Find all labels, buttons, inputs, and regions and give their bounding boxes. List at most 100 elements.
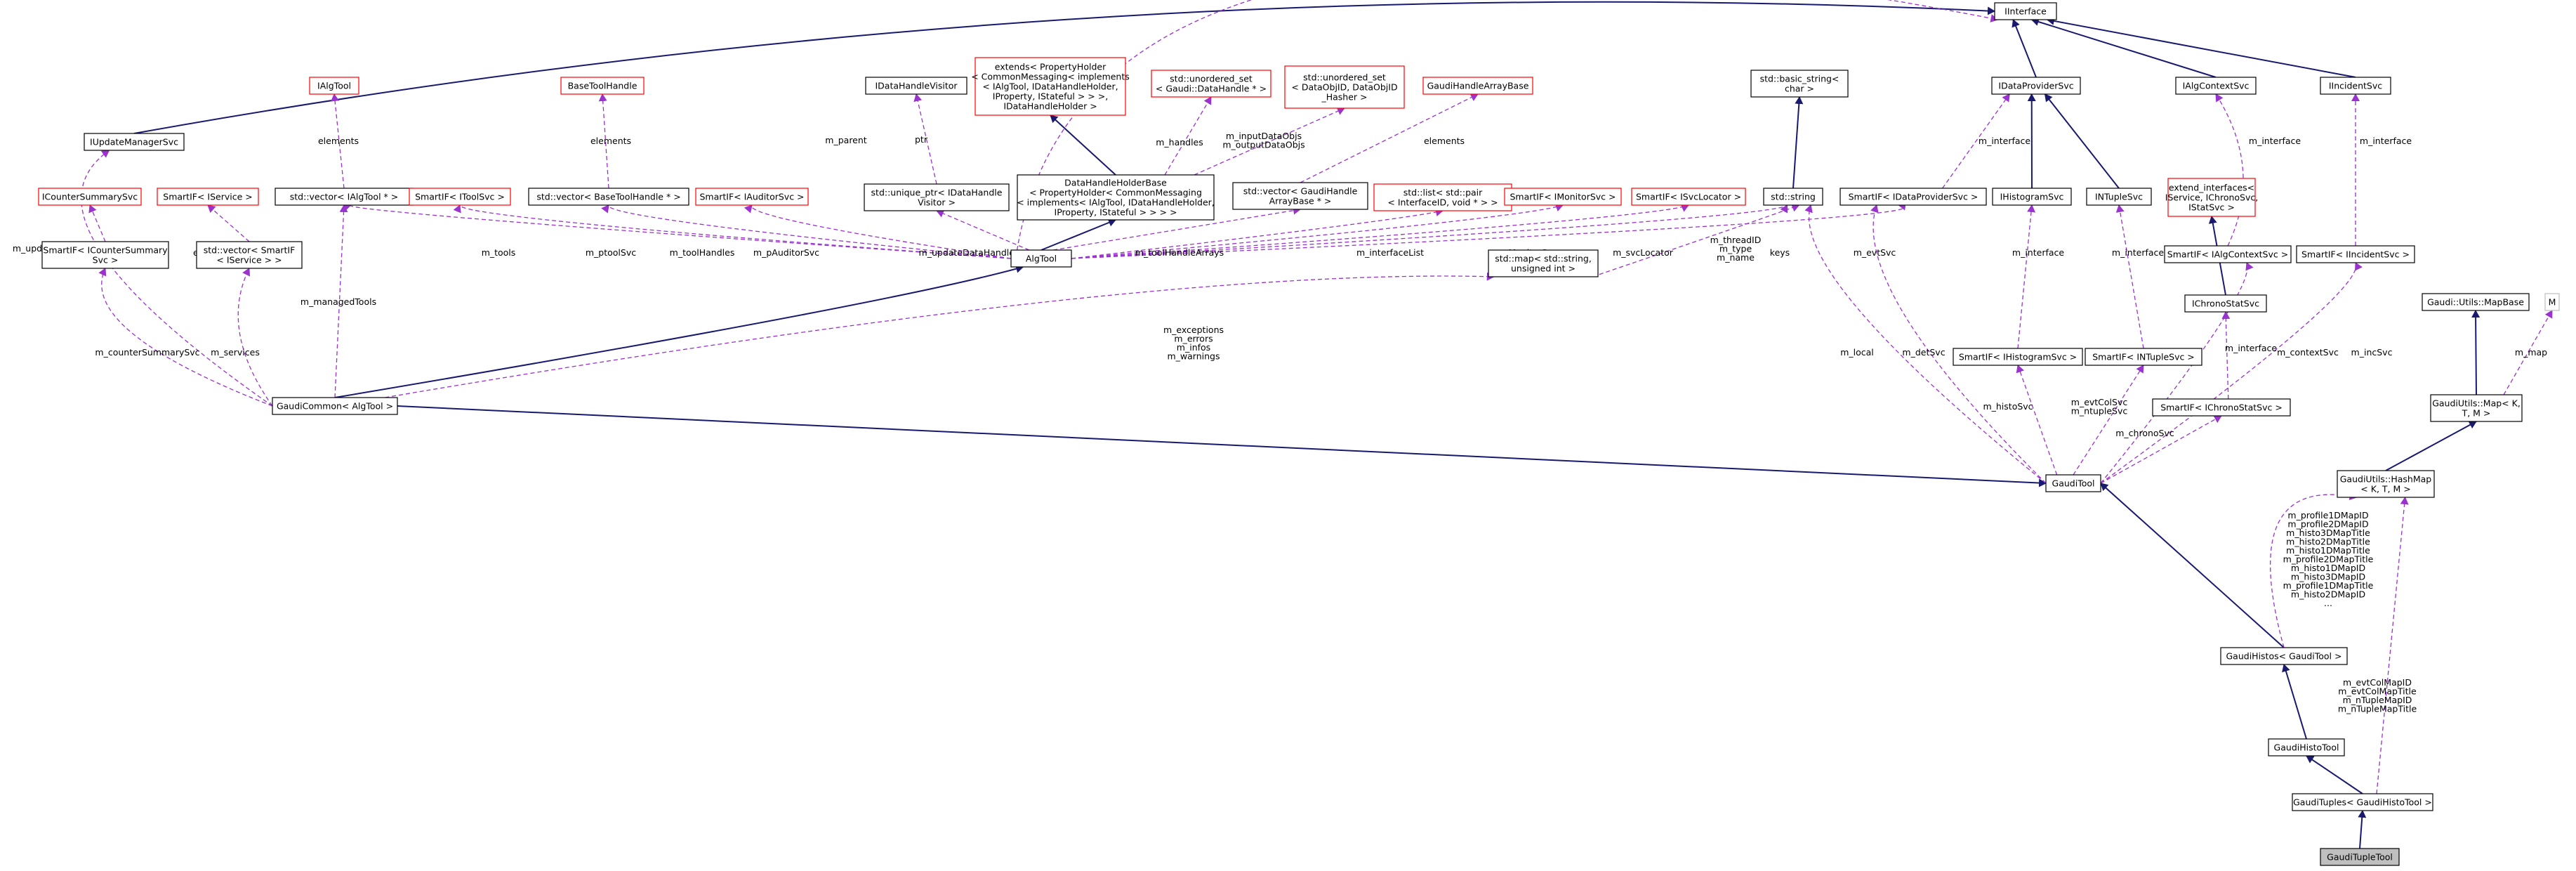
edge-label-line: m_histo2DMapTitle (2286, 537, 2370, 547)
node-label: IUpdateManagerSvc (90, 137, 178, 148)
edge-label-m_counterSummarySvc: m_counterSummarySvc (95, 347, 199, 358)
edge-label-line: m_histo3DMapID (2291, 572, 2365, 582)
class-node-smart-ifichrono-stat-svc[interactable]: SmartIF< IChronoStatSvc > (2152, 398, 2291, 417)
edge-label-m_pAuditorSvc: m_pAuditorSvc (753, 247, 819, 258)
class-node-gaudi-histos-gaudi-tool[interactable]: GaudiHistos< GaudiTool > (2220, 647, 2348, 665)
usage-edge-46 (2016, 365, 2058, 476)
node-label: GaudiHistoTool (2274, 742, 2339, 753)
class-node-iinterface[interactable]: IInterface (1994, 2, 2057, 20)
node-label: IChronoStatSvc (2192, 299, 2259, 309)
class-node-idata-provider-svc[interactable]: IDataProviderSvc (1991, 77, 2081, 95)
class-node-vector-ialg-tool[interactable]: std::vector< IAlgTool * > (275, 188, 414, 206)
class-node-vector-base-tool-handle[interactable]: std::vector< BaseToolHandle * > (528, 188, 689, 206)
edge-label-line: ... (2324, 598, 2332, 608)
class-node-smart-ifiincident-svc[interactable]: SmartIF< IIncidentSvc > (2296, 245, 2415, 263)
class-node-iupdate-manager-svc[interactable]: IUpdateManagerSvc (84, 133, 185, 151)
edge-label-elements_basetoolhandle: elements (590, 136, 631, 146)
class-node-list-interface-id[interactable]: std::list< std::pair< InterfaceID, void … (1373, 183, 1512, 211)
node-box (528, 188, 689, 206)
class-node-smart-ifihistogram-svc[interactable]: SmartIF< IHistogramSvc > (1953, 348, 2083, 366)
edge-label-line: m_pAuditorSvc (753, 247, 819, 258)
node-label: GaudiHistos< GaudiTool > (2226, 651, 2342, 662)
class-node-unordered-set-dh[interactable]: std::unordered_set< Gaudi::DataHandle * … (1151, 70, 1272, 98)
class-node-icounter-summary-svc[interactable]: ICounterSummarySvc (38, 188, 142, 206)
edge-label-line: m_detSvc (1902, 347, 1945, 358)
node-box (1750, 70, 1849, 98)
class-node-gaudi-utils-hash-map[interactable]: GaudiUtils::HashMap< K, T, M > (2337, 470, 2435, 498)
class-node-smart-ifisvc-locator[interactable]: SmartIF< ISvcLocator > (1631, 188, 1746, 206)
node-label: < InterfaceID, void * > > (1387, 197, 1498, 208)
class-node-base-tool-handle[interactable]: BaseToolHandle (560, 77, 645, 95)
node-box (1763, 188, 1823, 206)
node-label: < PropertyHolder< CommonMessaging (1029, 188, 1202, 198)
class-node-idata-handle-visitor[interactable]: IDataHandleVisitor (865, 77, 967, 95)
class-node-iincident-svc[interactable]: IIncidentSvc (2320, 77, 2391, 95)
usage-edge-19 (88, 204, 106, 242)
edge-label-m_services: m_services (211, 347, 260, 358)
class-node-smart-ifiservice[interactable]: SmartIF< IService > (157, 188, 259, 206)
class-node-intuple-svc[interactable]: INTupleSvc (2086, 188, 2152, 206)
class-node-std-string[interactable]: std::string (1763, 188, 1823, 206)
class-node-extends-ph[interactable]: extends< PropertyHolder< CommonMessaging… (971, 57, 1130, 116)
node-box (272, 397, 398, 415)
class-node-gaudi-histo-tool[interactable]: GaudiHistoTool (2268, 738, 2345, 757)
node-label: std::string (1771, 192, 1816, 202)
class-node-data-handle-holder-base[interactable]: DataHandleHolderBase< PropertyHolder< Co… (1017, 174, 1215, 221)
node-box (2296, 245, 2415, 263)
class-node-vector-gaudi-handle-array-base[interactable]: std::vector< GaudiHandleArrayBase * > (1232, 182, 1368, 210)
class-node-ialg-tool[interactable]: IAlgTool (309, 77, 359, 95)
node-label: < Gaudi::DataHandle * > (1156, 84, 1267, 94)
class-node-smart-ifimonitor-svc[interactable]: SmartIF< IMonitorSvc > (1504, 188, 1622, 206)
class-node-map-string-uint[interactable]: std::map< std::string,unsigned int > (1488, 249, 1599, 277)
class-node-extend-interfaces[interactable]: extend_interfaces<IService, IChronoSvc,I… (2165, 178, 2258, 217)
node-label: SmartIF< IToolSvc > (415, 192, 505, 202)
class-node-basic-string[interactable]: std::basic_string<char > (1750, 70, 1849, 98)
node-box (2086, 188, 2152, 206)
node-box (865, 77, 967, 95)
node-box (2544, 293, 2560, 311)
class-node-gaudi-tuple-tool[interactable]: GaudiTupleTool (2320, 848, 2400, 866)
class-node-gaudi-common-alg-tool[interactable]: GaudiCommon< AlgTool > (272, 397, 398, 415)
node-label: < implements< IAlgTool, IDataHandleHolde… (1017, 197, 1215, 208)
node-box (309, 77, 359, 95)
class-node-vector-smart-ifiservice[interactable]: std::vector< SmartIF< IService > > (196, 241, 303, 269)
class-node-smart-ificounter-summary-svc[interactable]: SmartIF< ICounterSummarySvc > (41, 241, 169, 269)
class-node-alg-tool[interactable]: AlgTool (1010, 249, 1072, 268)
usage-edge-28 (1071, 208, 1444, 259)
node-label: M (2549, 297, 2556, 308)
class-node-gaudi-tuples-gaudi-histo-tool[interactable]: GaudiTuples< GaudiHistoTool > (2292, 793, 2433, 811)
class-node-gaudi-utils-map-ktm[interactable]: GaudiUtils::Map< K,T, M > (2430, 394, 2523, 422)
class-node-ihistogram-svc[interactable]: IHistogramSvc (1992, 188, 2072, 206)
node-label: SmartIF< IService > (163, 192, 252, 202)
inheritance-edge-0 (133, 1, 1995, 134)
edge-label-line: m_profile2DMapID (2287, 519, 2368, 530)
class-node-smart-ifiauditor-svc[interactable]: SmartIF< IAuditorSvc > (695, 188, 809, 206)
node-label: SmartIF< IDataProviderSvc > (1849, 192, 1979, 202)
class-node-smart-ifialg-context-svc[interactable]: SmartIF< IAlgContextSvc > (2164, 245, 2292, 263)
edge-label-line: m_local (1840, 347, 1874, 358)
edge-label-line: m_threadID (1710, 235, 1762, 245)
node-box (196, 241, 303, 269)
node-label: Svc > (93, 255, 119, 266)
class-node-smart-ifitool-svc[interactable]: SmartIF< IToolSvc > (409, 188, 511, 206)
node-label: unsigned int > (1511, 263, 1576, 274)
class-node-ialg-context-svc[interactable]: IAlgContextSvc (2175, 77, 2257, 95)
class-node-gaudi-handle-array-base[interactable]: GaudiHandleArrayBase (1422, 77, 1533, 95)
node-label: < DataObjID, DataObjID (1291, 82, 1397, 93)
node-box (2320, 848, 2400, 866)
class-node-ichrono-stat-svc[interactable]: IChronoStatSvc (2184, 294, 2267, 313)
class-node-unique-ptr-visitor[interactable]: std::unique_ptr< IDataHandleVisitor > (864, 183, 1010, 211)
usage-edge-48 (2100, 415, 2222, 484)
node-label: _Hasher > (1321, 92, 1367, 103)
inheritance-edge-54 (2100, 483, 2285, 648)
class-node-unordered-set-doid[interactable]: std::unordered_set< DataObjID, DataObjID… (1284, 65, 1405, 109)
class-node-m[interactable]: M (2544, 293, 2560, 311)
edge-label-line: m_outputDataObjs (1222, 140, 1304, 150)
class-node-smart-ifintuple-svc[interactable]: SmartIF< INTupleSvc > (2085, 348, 2202, 366)
class-node-gaudi-tool[interactable]: GaudiTool (2045, 474, 2101, 492)
class-node-gaudi-utils-map-base[interactable]: Gaudi::Utils::MapBase (2422, 293, 2530, 311)
class-node-smart-ifidata-provider-svc[interactable]: SmartIF< IDataProviderSvc > (1839, 188, 1987, 206)
usage-edge-6 (331, 93, 345, 189)
